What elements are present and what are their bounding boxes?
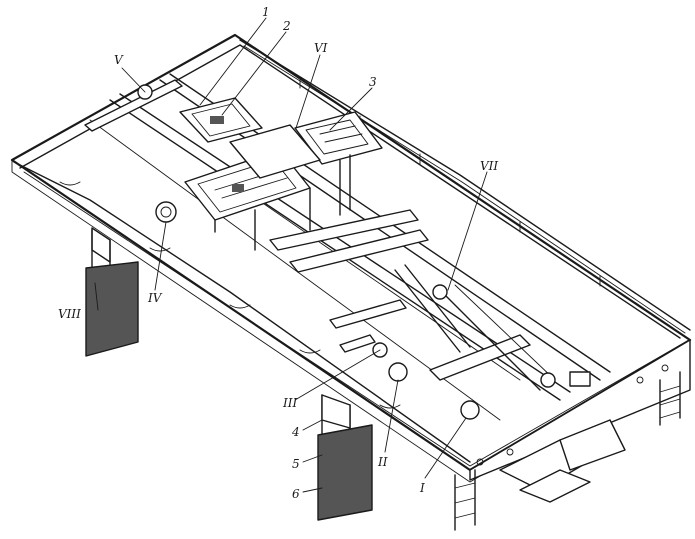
callout-5: 5	[292, 457, 300, 471]
mudflap-right	[317, 394, 373, 521]
seat-frame-2	[179, 97, 263, 143]
callout-I: I	[419, 481, 425, 495]
leader-lines	[94, 17, 488, 493]
callout-II: II	[377, 455, 388, 469]
callout-2: 2	[282, 19, 291, 33]
callout-VI: VI	[314, 41, 328, 55]
callout-VIII: VIII	[58, 307, 81, 321]
callout-labels: 1 2 3 4 5 6 I II III IV V VI VII VIII	[58, 5, 498, 501]
cross-members	[84, 79, 531, 381]
rear-braces	[394, 264, 591, 391]
callout-4: 4	[291, 425, 300, 439]
callout-IV: IV	[147, 291, 163, 305]
ladder-left	[454, 469, 476, 531]
side-rail-left	[13, 161, 471, 463]
callout-1: 1	[262, 5, 270, 19]
callout-VII: VII	[480, 159, 498, 173]
rear-end	[469, 339, 691, 503]
callout-III: III	[282, 396, 297, 410]
side-rail-right	[239, 39, 691, 334]
callout-V: V	[114, 53, 124, 67]
callout-6: 6	[292, 487, 300, 501]
callout-3: 3	[369, 75, 377, 89]
mudflap-left	[85, 227, 139, 357]
ladder-right	[659, 371, 681, 426]
center-seat	[184, 124, 351, 251]
